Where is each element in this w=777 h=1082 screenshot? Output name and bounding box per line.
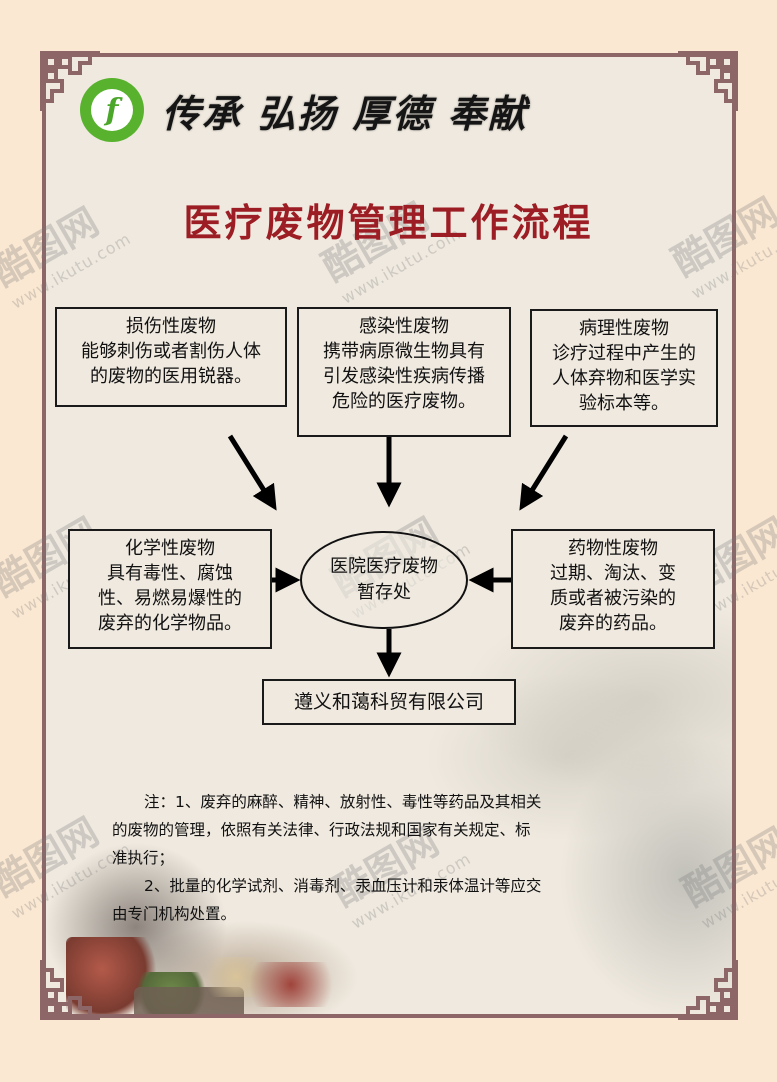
box-disposal-company: 遵义和蔼科贸有限公司 (262, 679, 516, 725)
logo-letter: f (91, 89, 133, 131)
herb-dates-decoration (236, 962, 346, 1007)
corner-ornament-top-right (678, 51, 738, 111)
temporary-storage-node: 医院医疗废物 暂存处 (300, 531, 468, 629)
box-heading: 感染性废物 (359, 316, 449, 337)
box-chemical-waste: 化学性废物 具有毒性、腐蚀 性、易燃易爆性的 废弃的化学物品。 (68, 529, 272, 649)
corner-ornament-bottom-left (40, 960, 100, 1020)
page-title: 医疗废物管理工作流程 (183, 200, 594, 245)
box-pharmaceutical-waste: 药物性废物 过期、淘汰、变 质或者被污染的 废弃的药品。 (511, 529, 715, 649)
box-heading: 药物性废物 (568, 538, 658, 559)
slogan: 传承 弘扬 厚德 奉献 (162, 90, 528, 136)
corner-ornament-top-left (40, 51, 100, 111)
notes-section: 注：1、废弃的麻醉、精神、放射性、毒性等药品及其相关 的废物的管理，依照有关法律… (112, 788, 692, 928)
note-line: 2、批量的化学试剂、消毒剂、汞血压计和汞体温计等应交 (144, 877, 542, 895)
note-line: 准执行； (112, 849, 175, 867)
box-sharps-waste: 损伤性废物 能够刺伤或者割伤人体 的废物的医用锐器。 (55, 307, 287, 407)
note-line: 的废物的管理，依照有关法律、行政法规和国家有关规定、标 (112, 821, 531, 839)
note-line: 注：1、废弃的麻醉、精神、放射性、毒性等药品及其相关 (144, 793, 542, 811)
box-heading: 损伤性废物 (126, 316, 216, 337)
header: f 传承 弘扬 厚德 奉献 (80, 78, 528, 142)
hospital-logo-icon: f (80, 78, 144, 142)
note-line: 由专门机构处置。 (112, 905, 237, 923)
box-heading: 病理性废物 (579, 318, 669, 339)
box-pathological-waste: 病理性废物 诊疗过程中产生的 人体弃物和医学实 验标本等。 (530, 309, 718, 427)
corner-ornament-bottom-right (678, 960, 738, 1020)
box-infectious-waste: 感染性废物 携带病原微生物具有 引发感染性疾病传播 危险的医疗废物。 (297, 307, 511, 437)
box-heading: 化学性废物 (125, 538, 215, 559)
